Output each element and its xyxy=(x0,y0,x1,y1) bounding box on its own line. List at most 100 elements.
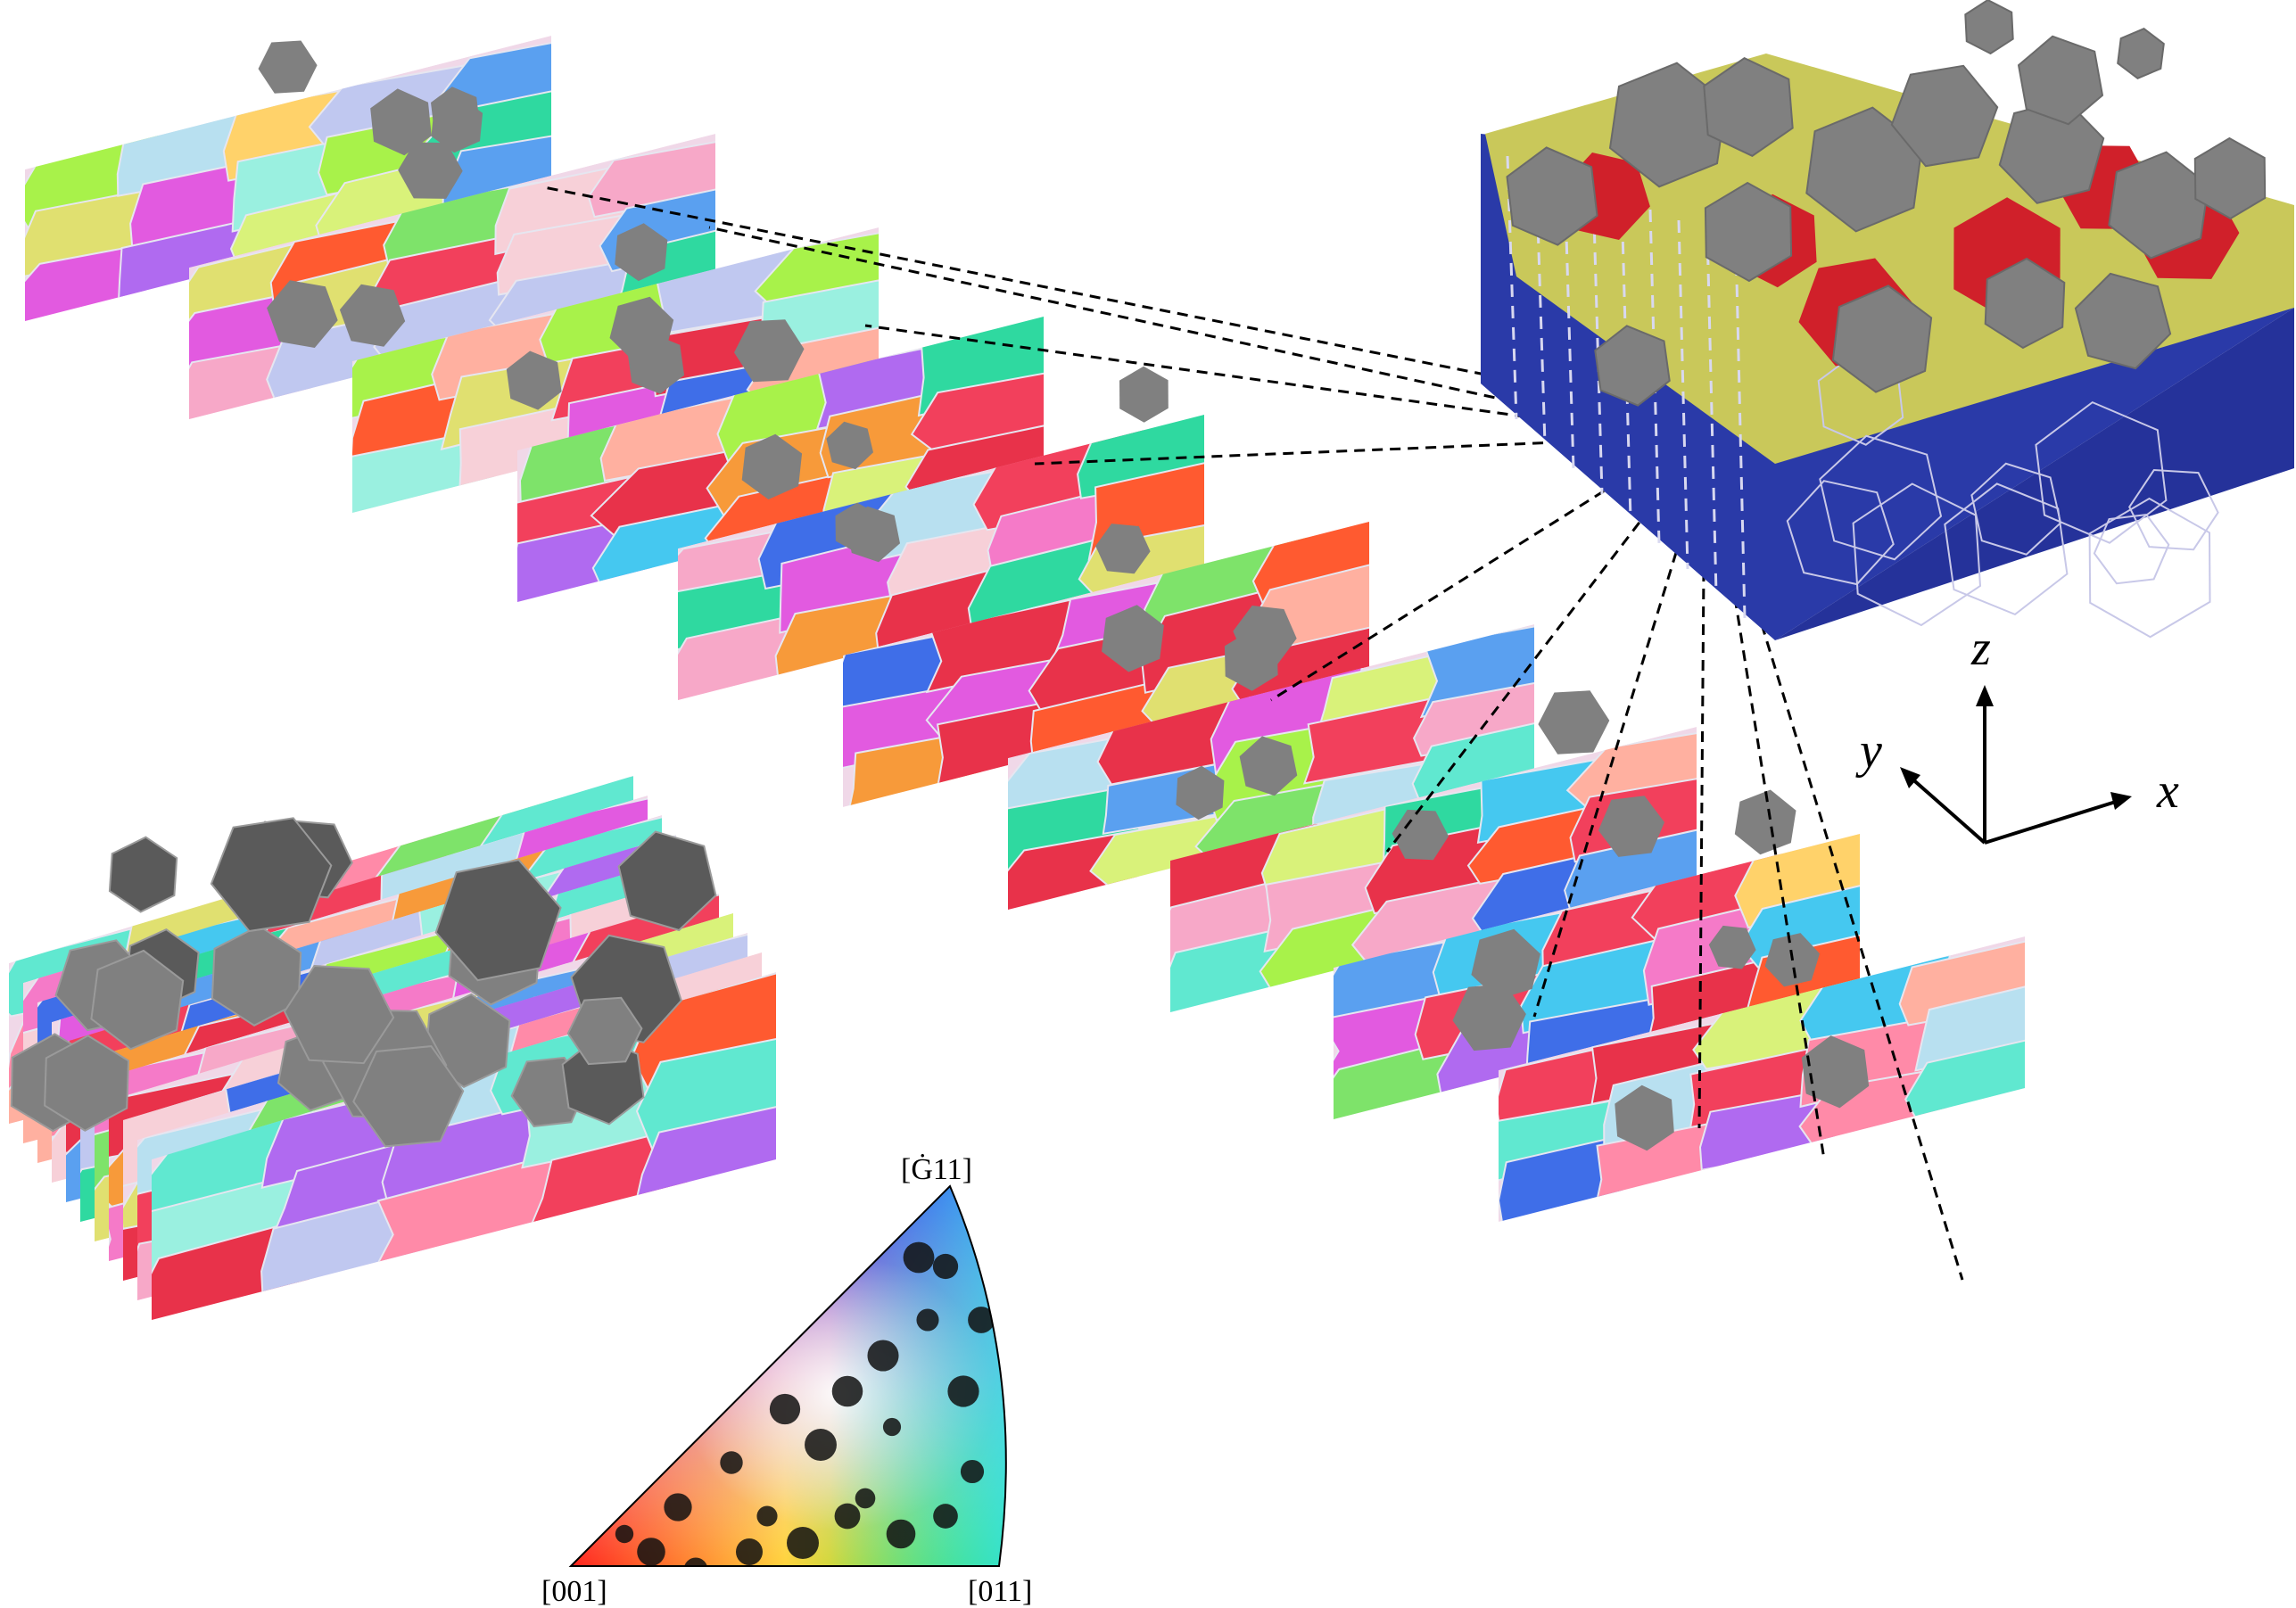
particle xyxy=(283,964,395,1065)
ipf-dot xyxy=(720,1451,743,1474)
ipf-dot xyxy=(916,1308,939,1332)
particle xyxy=(2074,272,2172,370)
dashed-projection-lines xyxy=(543,186,1964,1281)
inverse-pole-figure: [Ġ11] [001] [011] xyxy=(541,1153,1032,1608)
particle xyxy=(258,40,318,94)
particle xyxy=(1239,736,1298,796)
dashed-line xyxy=(1760,623,1964,1281)
dashed-line xyxy=(1385,507,1652,853)
ipf-dot xyxy=(787,1527,819,1559)
particle xyxy=(1594,325,1671,407)
particle xyxy=(826,421,873,470)
ipf-dot xyxy=(683,1557,708,1566)
particle xyxy=(1538,690,1610,755)
particle xyxy=(741,433,803,499)
particle xyxy=(1998,99,2105,204)
particle xyxy=(1708,925,1756,969)
block-grain-boundary xyxy=(1944,482,2069,616)
particle xyxy=(431,96,483,153)
ipf-dot xyxy=(834,1503,861,1530)
ipf-dot xyxy=(947,1375,979,1407)
ipf-outline xyxy=(568,1184,1007,1567)
dashed-line xyxy=(708,226,1513,403)
ipf-dot xyxy=(769,1393,801,1425)
particle xyxy=(339,284,406,347)
coordinate-axes: z x y xyxy=(1855,621,2179,845)
particle xyxy=(1964,0,2014,55)
3d-simulation-block xyxy=(1481,0,2294,640)
particle xyxy=(352,1045,465,1148)
ipf-dot xyxy=(805,1429,837,1461)
block-grain-boundary xyxy=(1852,482,1982,627)
particle xyxy=(210,817,333,933)
dashed-line xyxy=(1733,597,1826,1160)
ipf-dot xyxy=(882,1417,902,1437)
z-axis-label: z xyxy=(1970,621,1991,676)
z-arrowhead-icon xyxy=(1976,685,1994,706)
particle xyxy=(1471,928,1540,1000)
particle xyxy=(1119,366,1169,423)
block-slice-line xyxy=(1648,209,1661,545)
dashed-line xyxy=(1034,440,1580,466)
particle xyxy=(425,993,511,1088)
ipf-dot xyxy=(735,1538,764,1566)
particle xyxy=(2193,136,2267,220)
block-slice-line xyxy=(1677,219,1689,570)
particle xyxy=(434,859,562,982)
ipf-dot xyxy=(831,1375,863,1407)
y-arrowhead-icon xyxy=(1900,767,1920,788)
particle xyxy=(609,296,674,361)
ipf-dot xyxy=(855,1488,876,1509)
particle xyxy=(1801,1035,1870,1109)
particle xyxy=(1506,146,1598,246)
particle xyxy=(734,319,805,383)
particle xyxy=(44,1035,130,1132)
particle xyxy=(1392,809,1449,861)
slice-4 xyxy=(678,366,1204,700)
dashed-line xyxy=(1270,480,1620,702)
particle xyxy=(1102,605,1164,672)
particle xyxy=(617,830,717,932)
particle xyxy=(1984,257,2066,350)
ipf-dot xyxy=(615,1524,634,1544)
particle xyxy=(211,924,302,1027)
block-slice-line xyxy=(1591,187,1604,495)
dashed-line xyxy=(1532,534,1683,1018)
ipf-label-left: [001] xyxy=(541,1575,607,1608)
ipf-dot xyxy=(886,1519,916,1549)
ipf-dot xyxy=(932,1253,959,1280)
particle xyxy=(1224,630,1278,691)
ipf-dot xyxy=(637,1538,665,1566)
ipf-dot xyxy=(664,1493,692,1521)
block-grain-boundary xyxy=(1819,434,1943,561)
particle xyxy=(370,88,432,156)
particle xyxy=(1615,1084,1674,1151)
particle xyxy=(566,996,643,1066)
slice-8 xyxy=(1334,789,1860,1119)
particle xyxy=(90,949,185,1051)
particle xyxy=(2117,28,2165,79)
block-grain-boundaries xyxy=(1506,155,2219,639)
y-axis-arrow xyxy=(1907,774,1986,845)
ipf-dot xyxy=(960,1459,985,1484)
cross-section-slices xyxy=(25,36,2025,1222)
particle xyxy=(506,350,562,410)
block-particles xyxy=(1506,0,2267,407)
block-slice-line xyxy=(1705,230,1718,595)
particle xyxy=(1734,789,1796,855)
particle xyxy=(2017,35,2104,126)
x-axis-arrow xyxy=(1984,799,2119,845)
particle xyxy=(835,502,880,554)
ipf-dot xyxy=(756,1505,778,1527)
particle xyxy=(1095,524,1151,574)
ipf-dot xyxy=(903,1241,935,1274)
block-right-face xyxy=(1775,308,2294,640)
y-axis-label: y xyxy=(1855,723,1882,779)
block-grain-boundary xyxy=(1786,480,1895,586)
block-grain-boundary xyxy=(2035,400,2168,544)
x-arrowhead-icon xyxy=(2110,792,2132,810)
slice-7 xyxy=(1170,690,1697,1012)
dashed-line xyxy=(864,324,1544,421)
particle xyxy=(1703,57,1794,157)
